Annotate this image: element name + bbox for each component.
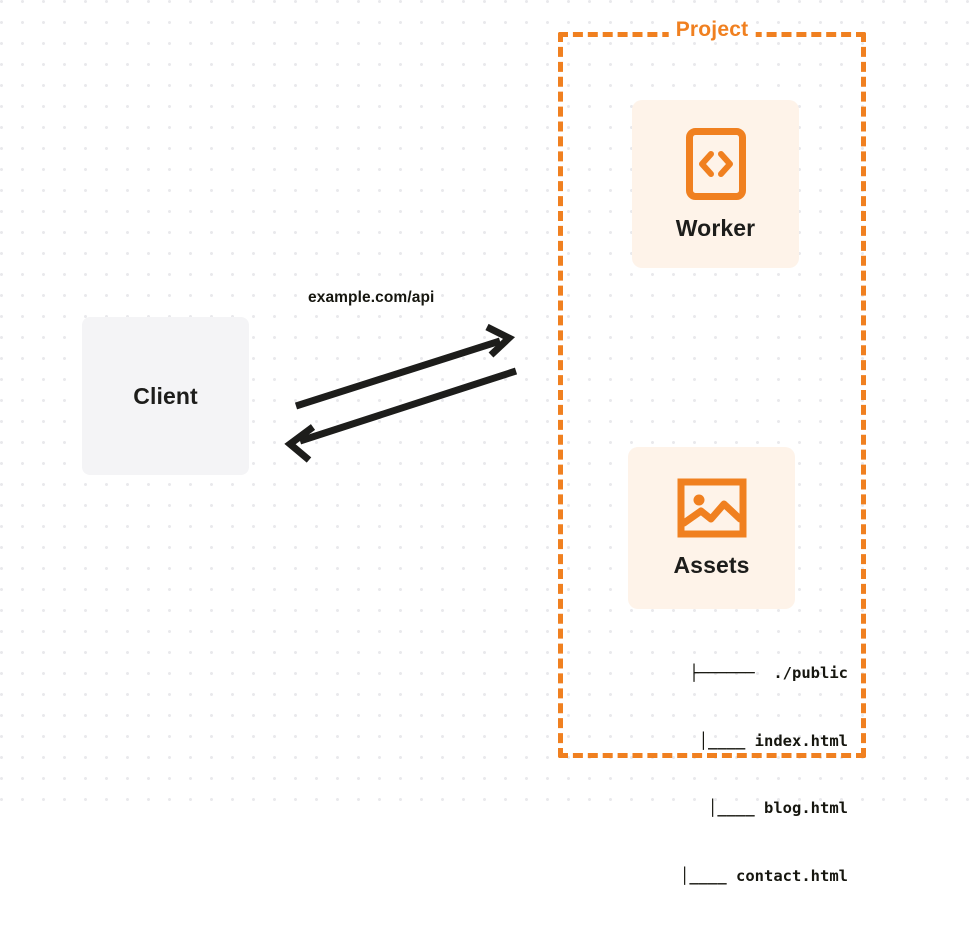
image-icon <box>677 478 747 538</box>
file-tree-row: │____ index.html <box>698 731 848 750</box>
project-group: Project Worker Assets <box>558 18 866 885</box>
file-tree-row: ├────── ./public <box>689 664 848 682</box>
project-group-title: Project <box>668 18 756 42</box>
worker-card[interactable]: Worker <box>632 100 799 268</box>
assets-file-tree: ├────── ./public │____ index.html │____ … <box>598 617 848 932</box>
diagram-canvas: Client example.com/api Project <box>0 0 980 885</box>
file-tree-row: │____ contact.html <box>680 866 848 885</box>
file-tree-row: │____ blog.html <box>708 799 848 817</box>
client-node[interactable]: Client <box>82 317 249 475</box>
code-brackets-icon <box>685 127 747 201</box>
assets-card-label: Assets <box>673 551 750 578</box>
edge-label: example.com/api <box>308 289 435 306</box>
client-node-label: Client <box>133 382 198 409</box>
assets-card[interactable]: Assets <box>628 447 795 609</box>
request-arrow <box>294 323 516 410</box>
response-arrow <box>284 367 518 463</box>
worker-card-label: Worker <box>675 214 756 241</box>
